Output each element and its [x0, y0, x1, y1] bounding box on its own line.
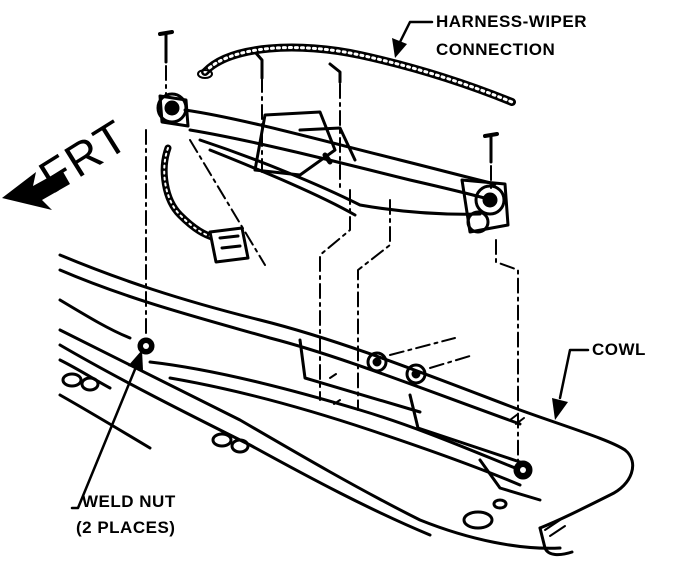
cowl-panel [58, 253, 635, 557]
wiper-harness [160, 43, 516, 264]
front-direction-arrow-icon [2, 170, 70, 210]
wiper-linkage [156, 50, 510, 234]
cowl-label: COWL [592, 340, 646, 359]
label-leaders [70, 20, 590, 510]
screw-icon [158, 30, 499, 164]
leader-arrowheads [128, 38, 568, 420]
weld-nut-label-line2: (2 PLACES) [76, 518, 176, 537]
alignment-dash-lines [145, 65, 519, 461]
harness-label-line1: HARNESS-WIPER [436, 12, 588, 31]
connector-icon [208, 226, 250, 264]
weld-nut-label-line1: WELD NUT [82, 492, 176, 511]
nut-icon [366, 351, 427, 385]
harness-label-line2: CONNECTION [436, 40, 556, 59]
